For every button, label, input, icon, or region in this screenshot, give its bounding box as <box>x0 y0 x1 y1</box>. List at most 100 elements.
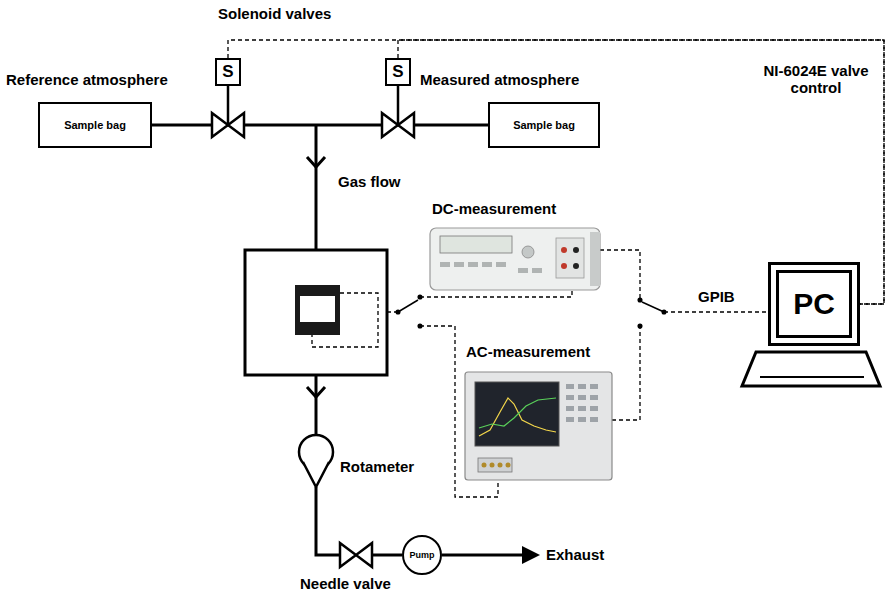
impedance-analyzer-part <box>578 417 586 422</box>
solenoid-box: S <box>215 58 241 86</box>
multimeter-part <box>561 247 567 253</box>
node-text: PC <box>793 287 835 322</box>
computer-stand-part <box>742 352 880 386</box>
signal-wire-part <box>600 250 640 300</box>
node-text: S <box>222 62 233 82</box>
multimeter-part <box>522 246 534 258</box>
multimeter-part <box>556 238 584 278</box>
label-text: DC-measurement <box>432 200 556 217</box>
sensor-chamber-part <box>312 293 378 347</box>
impedance-analyzer-part <box>479 398 556 436</box>
sensor-chamber-part <box>300 296 335 322</box>
gas-pipe-part <box>372 554 402 557</box>
label-text: Solenoid valves <box>218 5 331 22</box>
multimeter-part <box>440 236 512 253</box>
selector-switch-part <box>642 302 664 312</box>
impedance-analyzer-part <box>590 384 598 389</box>
label-text: Exhaust <box>546 546 604 563</box>
selector-switch <box>396 295 666 328</box>
selector-switch-part <box>418 324 422 328</box>
signal-wire-part <box>664 311 768 312</box>
selector-switch-part <box>638 298 642 302</box>
pc-monitor: PC <box>768 262 860 346</box>
computer-stand-part <box>760 376 864 378</box>
multimeter-part <box>430 228 600 290</box>
label-text: Reference atmosphere <box>6 71 168 88</box>
impedance-analyzer-part <box>475 382 559 446</box>
label-text: Gas flow <box>338 173 401 190</box>
selector-switch-part <box>638 324 642 328</box>
multimeter-part <box>518 268 528 273</box>
gas-pipe-part <box>307 157 325 167</box>
node-text: Pump <box>409 550 434 560</box>
impedance-analyzer-part <box>498 463 503 468</box>
pump: Pump <box>402 535 442 575</box>
needle-valve-part <box>340 543 372 567</box>
sensor-chamber-part <box>245 250 387 375</box>
multimeter-part <box>440 262 450 267</box>
sample-bag: Sample bag <box>488 102 600 148</box>
sensor-chamber-part <box>295 285 340 335</box>
exhaust-arrowhead <box>522 546 540 564</box>
rotameter-part <box>303 462 329 487</box>
gas-pipe-part <box>315 375 318 435</box>
impedance-analyzer-part <box>590 406 598 411</box>
multimeter-part <box>496 262 506 267</box>
needle-valve <box>340 543 372 567</box>
selector-switch-part <box>396 310 400 314</box>
impedance-analyzer-part <box>578 395 586 400</box>
computer-stand <box>742 352 880 386</box>
sensor-chamber <box>245 250 387 375</box>
solenoid-valve-part <box>212 113 244 137</box>
signal-wire-part <box>612 326 640 420</box>
label-text: Needle valve <box>300 575 391 592</box>
impedance-analyzer-part <box>578 384 586 389</box>
gas-pipe-part <box>442 554 524 557</box>
solenoid-valve-part <box>382 113 414 137</box>
monitor-screen: PC <box>776 270 852 338</box>
impedance-analyzer-part <box>566 395 574 400</box>
rotameter <box>299 435 333 487</box>
multimeter-part <box>573 263 579 269</box>
label-text: AC-measurement <box>466 343 590 360</box>
impedance-analyzer-part <box>465 372 612 480</box>
impedance-analyzer-part <box>482 463 487 468</box>
label-text: GPIB <box>698 288 735 305</box>
node-text: Sample bag <box>64 119 126 132</box>
sample-bag: Sample bag <box>38 102 152 148</box>
gas-pipe-part <box>316 487 340 555</box>
multimeter-part <box>590 232 600 286</box>
impedance-analyzer-part <box>478 458 512 472</box>
impedance-analyzer-part <box>566 406 574 411</box>
valve-stem-part <box>227 86 230 125</box>
multimeter-part <box>454 262 464 267</box>
multimeter-part <box>561 263 567 269</box>
multimeter <box>430 228 600 290</box>
selector-switch-part <box>398 300 418 312</box>
solenoid-valve <box>212 113 414 137</box>
solenoid-box: S <box>385 58 411 86</box>
impedance-analyzer-part <box>590 417 598 422</box>
label-text: Measured atmosphere <box>420 71 579 88</box>
gas-pipe-part <box>307 387 325 397</box>
label-text: NI-6024E valve control <box>758 62 874 97</box>
valve-stem-part <box>397 86 400 125</box>
impedance-analyzer-part <box>566 384 574 389</box>
impedance-analyzer-part <box>590 395 598 400</box>
multimeter-part <box>532 268 542 273</box>
exhaust-arrowhead-part <box>522 546 540 564</box>
impedance-analyzer-part <box>479 398 556 428</box>
gas-pipe-part <box>315 125 318 250</box>
multimeter-part <box>573 247 579 253</box>
multimeter-part <box>482 262 492 267</box>
selector-switch-part <box>418 295 422 299</box>
impedance-analyzer-part <box>506 463 511 468</box>
node-text: Sample bag <box>513 119 575 132</box>
node-text: S <box>392 62 403 82</box>
impedance-analyzer <box>465 372 612 480</box>
valve-stem <box>228 86 398 125</box>
label-text: Rotameter <box>340 458 414 475</box>
